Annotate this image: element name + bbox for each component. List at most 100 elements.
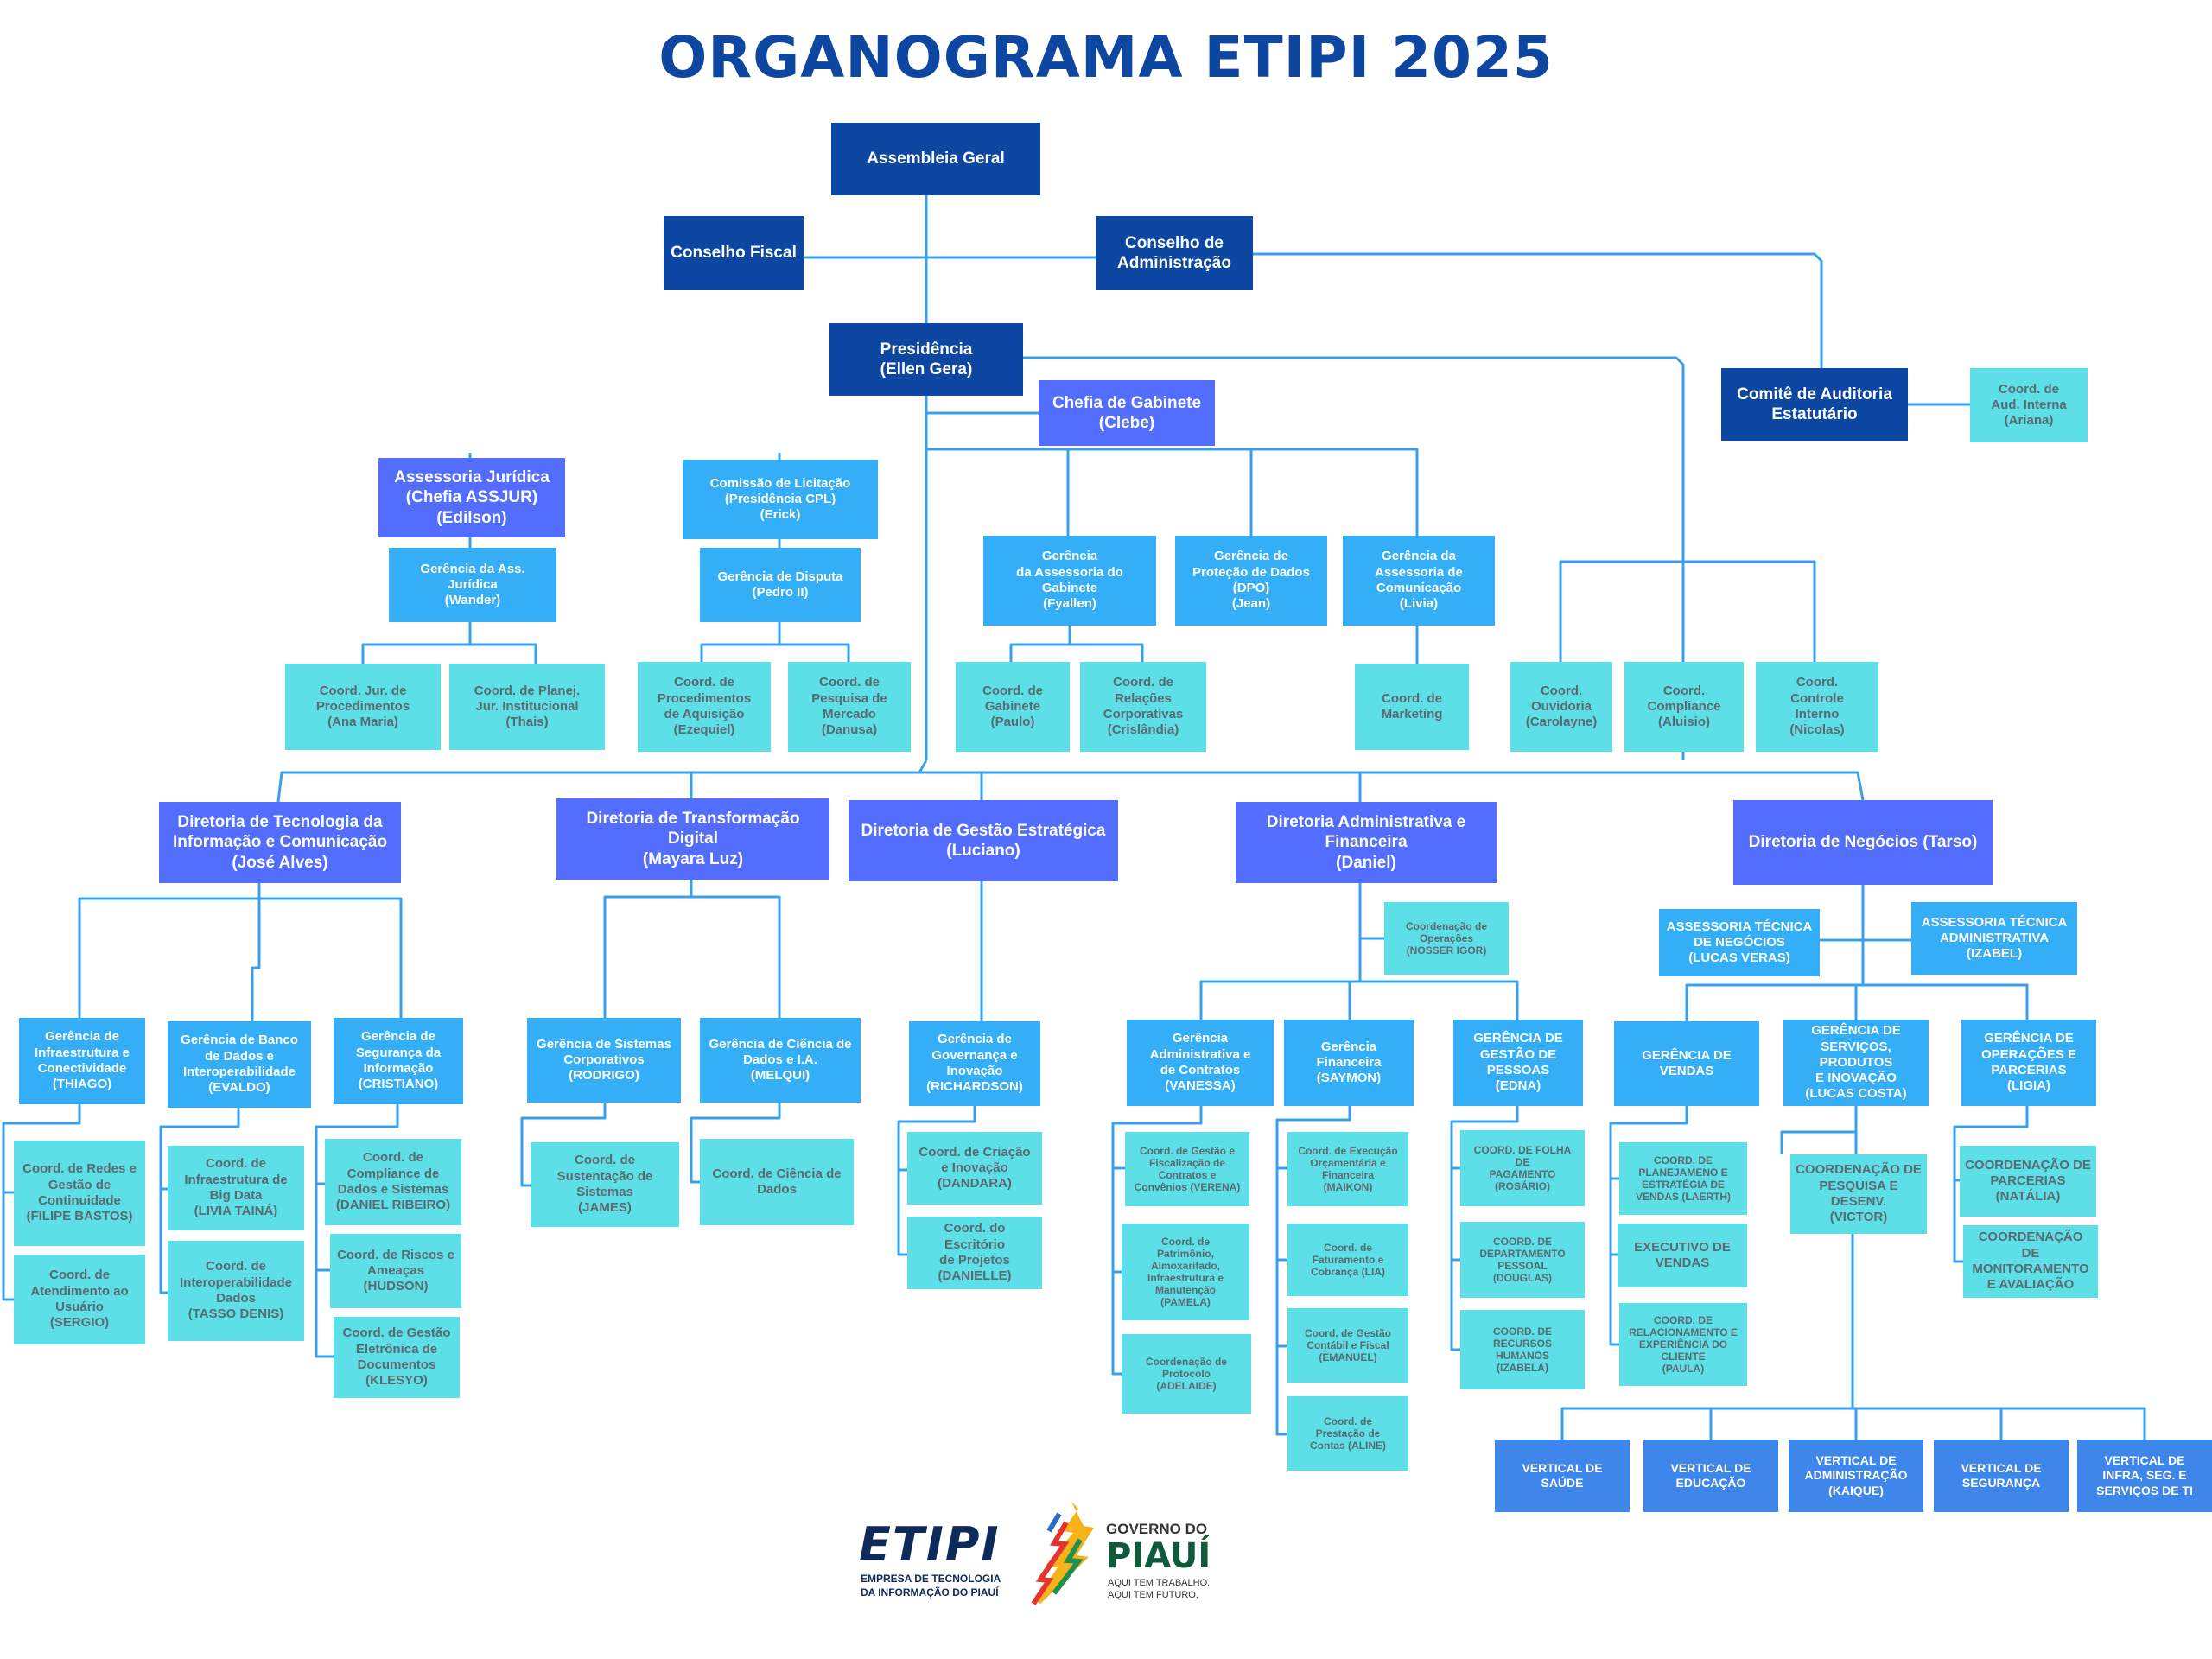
org-node-cpl: Comissão de Licitação (Presidência CPL) …	[683, 460, 878, 539]
org-node-coord-riscos: Coord. de Riscos e Ameaças (HUDSON)	[330, 1234, 461, 1308]
org-node-ger-operacoes: GERÊNCIA DE OPERAÇÕES E PARCERIAS (LIGIA…	[1961, 1020, 2096, 1106]
org-node-dir-gestao: Diretoria de Gestão Estratégica (Luciano…	[849, 800, 1118, 881]
org-node-ger-servicos: GERÊNCIA DE SERVIÇOS, PRODUTOS E INOVAÇÃ…	[1783, 1020, 1929, 1106]
org-node-ass-tec-adm: ASSESSORIA TÉCNICA ADMINISTRATIVA (IZABE…	[1911, 902, 2077, 975]
etipi-logo: ETIPI	[859, 1517, 1001, 1572]
connector-14	[470, 643, 537, 664]
org-node-coord-redes: Coord. de Redes e Gestão de Continuidade…	[14, 1141, 145, 1246]
connector-44	[159, 1108, 240, 1294]
org-node-ger-adm-contratos: Gerência Administrativa e de Contratos (…	[1127, 1020, 1274, 1106]
org-node-coord-ged: Coord. de Gestão Eletrônica de Documento…	[334, 1317, 460, 1398]
org-node-vert-seguranca: VERTICAL DE SEGURANÇA	[1934, 1440, 2069, 1512]
org-node-vert-educacao: VERTICAL DE EDUCAÇÃO	[1643, 1440, 1778, 1512]
connector-66	[1780, 1106, 1858, 1154]
connector-50	[690, 1103, 781, 1184]
org-node-ass-tec-negocios: ASSESSORIA TÉCNICA DE NEGÓCIOS (LUCAS VE…	[1659, 909, 1820, 976]
org-node-dir-tic: Diretoria de Tecnologia da Informação e …	[159, 802, 401, 883]
connector-42	[2, 1104, 81, 1301]
org-node-dir-transformacao: Diretoria de Transformação Digital (Maya…	[556, 798, 830, 880]
org-node-ger-ciencia-dados: Gerência de Ciência de Dados e I.A. (MEL…	[700, 1018, 861, 1103]
org-node-ger-seguranca: Gerência de Segurança da Informação (CRI…	[334, 1018, 463, 1104]
org-node-coord-patrimonio: Coord. de Patrimônio, Almoxarifado, Infr…	[1122, 1224, 1249, 1320]
org-node-coord-sustentacao: Coord. de Sustentação de Sistemas (JAMES…	[531, 1142, 679, 1227]
connector-15	[700, 622, 781, 662]
org-node-vert-administracao: VERTICAL DE ADMINISTRAÇÃO (KAIQUE)	[1789, 1440, 1923, 1512]
org-node-coord-marketing: Coord. de Marketing	[1355, 664, 1469, 750]
org-node-coord-monitoramento: COORDENAÇÃO DE MONITORAMENTO E AVALIAÇÃO	[1963, 1225, 2098, 1298]
connector-22	[276, 760, 928, 803]
connector-40	[1863, 983, 2029, 1020]
governo-logo-line1: AQUI TEM TRABALHO.	[1108, 1578, 1211, 1588]
org-node-coord-atendimento: Coord. de Atendimento ao Usuário (SERGIO…	[14, 1255, 145, 1344]
org-node-ger-financeira: Gerência Financeira (SAYMON)	[1284, 1020, 1414, 1106]
org-node-coord-contabil: Coord. de Gestão Contábil e Fiscal (EMAN…	[1287, 1308, 1408, 1382]
org-node-coord-controle-interno: Coord. Controle Interno (Nicolas)	[1756, 662, 1878, 752]
connector-67	[1953, 1106, 2029, 1263]
org-node-vert-infra: VERTICAL DE INFRA, SEG. E SERVIÇOS DE TI	[2077, 1440, 2212, 1512]
org-node-coord-compliance: Coord. Compliance (Aluisio)	[1624, 662, 1744, 752]
connector-60	[1450, 1106, 1519, 1351]
connector-16	[779, 643, 850, 662]
org-node-ger-ass-juridica: Gerência da Ass. Jurídica (Wander)	[389, 548, 556, 622]
org-node-dir-negocios: Diretoria de Negócios (Tarso)	[1733, 800, 1993, 885]
org-node-coord-criacao: Coord. de Criação e Inovação (DANDARA)	[907, 1132, 1042, 1205]
connector-27	[78, 883, 261, 1018]
connector-13	[361, 622, 472, 664]
connector-33	[1199, 883, 1362, 1020]
connector-51	[897, 1106, 976, 1256]
org-node-comite-auditoria: Comitê de Auditoria Estatutário	[1721, 368, 1908, 441]
org-node-coord-interop: Coord. de Interoperabilidade Dados (TASS…	[168, 1241, 304, 1341]
org-node-vert-saude: VERTICAL DE SAÚDE	[1495, 1440, 1630, 1512]
etipi-logo-line2: DA INFORMAÇÃO DO PIAUÍ	[861, 1586, 999, 1599]
org-node-ger-infra: Gerência de Infraestrutura e Conectivida…	[19, 1018, 145, 1104]
connector-49	[520, 1103, 607, 1187]
org-node-conselho-adm: Conselho de Administração	[1096, 216, 1253, 290]
connector-2	[1253, 252, 1823, 368]
org-node-coord-proc-aquisicao: Coord. de Procedimentos de Aquisição (Ez…	[638, 662, 771, 752]
connector-29	[251, 899, 261, 1021]
piaui-map-icon	[1031, 1502, 1094, 1605]
org-node-coord-escritorio: Coord. do Escritório de Projetos (DANIEL…	[907, 1217, 1042, 1289]
org-node-ger-pessoas: GERÊNCIA DE GESTÃO DE PESSOAS (EDNA)	[1453, 1020, 1583, 1106]
governo-logo-top: GOVERNO DO	[1106, 1521, 1208, 1537]
org-node-coord-faturamento: Coord. de Faturamento e Cobrança (LIA)	[1287, 1224, 1408, 1296]
org-node-chefia-gabinete: Chefia de Gabinete (Clebe)	[1039, 380, 1215, 446]
connector-6	[926, 448, 1419, 536]
connector-63	[1609, 1106, 1688, 1346]
org-node-assjur: Assessoria Jurídica (Chefia ASSJUR) (Edi…	[378, 458, 565, 537]
org-node-conselho-fiscal: Conselho Fiscal	[664, 216, 804, 290]
org-node-coord-operacoes: Coordenação de Operações (NOSSER IGOR)	[1384, 902, 1509, 975]
org-node-coord-folha: COORD. DE FOLHA DE PAGAMENTO (ROSÁRIO)	[1460, 1130, 1585, 1206]
org-node-coord-exec-orc: Coord. de Execução Orçamentária e Financ…	[1287, 1132, 1408, 1206]
org-node-coord-ciencia-dados: Coord. de Ciência de Dados	[700, 1139, 854, 1225]
governo-logo-line2: AQUI TEM FUTURO.	[1108, 1590, 1198, 1600]
footer-logos: ETIPI EMPRESA DE TECNOLOGIA DA INFORMAÇÃ…	[855, 1493, 1236, 1614]
org-node-aud-interna: Coord. de Aud. Interna (Ariana)	[1970, 368, 2088, 442]
connector-17	[1009, 626, 1071, 662]
connector-18	[1070, 643, 1144, 662]
org-node-ger-dpo: Gerência de Proteção de Dados (DPO) (Jea…	[1175, 536, 1327, 626]
org-node-ger-banco-dados: Gerência de Banco de Dados e Interoperab…	[168, 1021, 311, 1108]
org-node-coord-gabinete: Coord. de Gabinete (Paulo)	[956, 662, 1070, 752]
org-node-coord-pesquisa-desenv: COORDENAÇÃO DE PESQUISA E DESENV. (VICTO…	[1790, 1154, 1927, 1234]
org-node-coord-protocolo: Coordenação de Protocolo (ADELAIDE)	[1122, 1334, 1251, 1414]
org-node-coord-parcerias: COORDENAÇÃO DE PARCERIAS (NATÁLIA)	[1960, 1146, 2096, 1217]
org-node-presidencia: Presidência (Ellen Gera)	[830, 323, 1023, 396]
governo-logo: PIAUÍ	[1106, 1536, 1211, 1576]
connector-20	[1559, 560, 1683, 662]
org-node-dir-adm-fin: Diretoria Administrativa e Financeira (D…	[1236, 802, 1497, 883]
org-node-coord-rh: COORD. DE RECURSOS HUMANOS (IZABELA)	[1460, 1310, 1585, 1389]
org-node-ger-ass-comunicacao: Gerência da Assessoria de Comunicação (L…	[1343, 536, 1495, 626]
connector-46	[315, 1104, 399, 1358]
connector-26	[919, 771, 1865, 801]
org-node-coord-planej-vendas: COORD. DE PLANEJAMENO E ESTRATÉGIA DE VE…	[1619, 1142, 1747, 1215]
connector-21	[1683, 560, 1816, 662]
org-node-coord-planej-jur: Coord. de Planej. Jur. Institucional (Th…	[449, 664, 605, 750]
org-node-coord-jur-proc: Coord. Jur. de Procedimentos (Ana Maria)	[285, 664, 441, 750]
org-node-ger-vendas: GERÊNCIA DE VENDAS	[1614, 1021, 1759, 1106]
etipi-logo-line1: EMPRESA DE TECNOLOGIA	[861, 1573, 1001, 1585]
org-node-coord-pesq-mercado: Coord. de Pesquisa de Mercado (Danusa)	[788, 662, 911, 752]
org-node-ger-ass-gabinete: Gerência da Assessoria do Gabinete (Fyal…	[983, 536, 1156, 626]
org-node-coord-infra-bigdata: Coord. de Infraestrutura de Big Data (LI…	[168, 1146, 304, 1230]
